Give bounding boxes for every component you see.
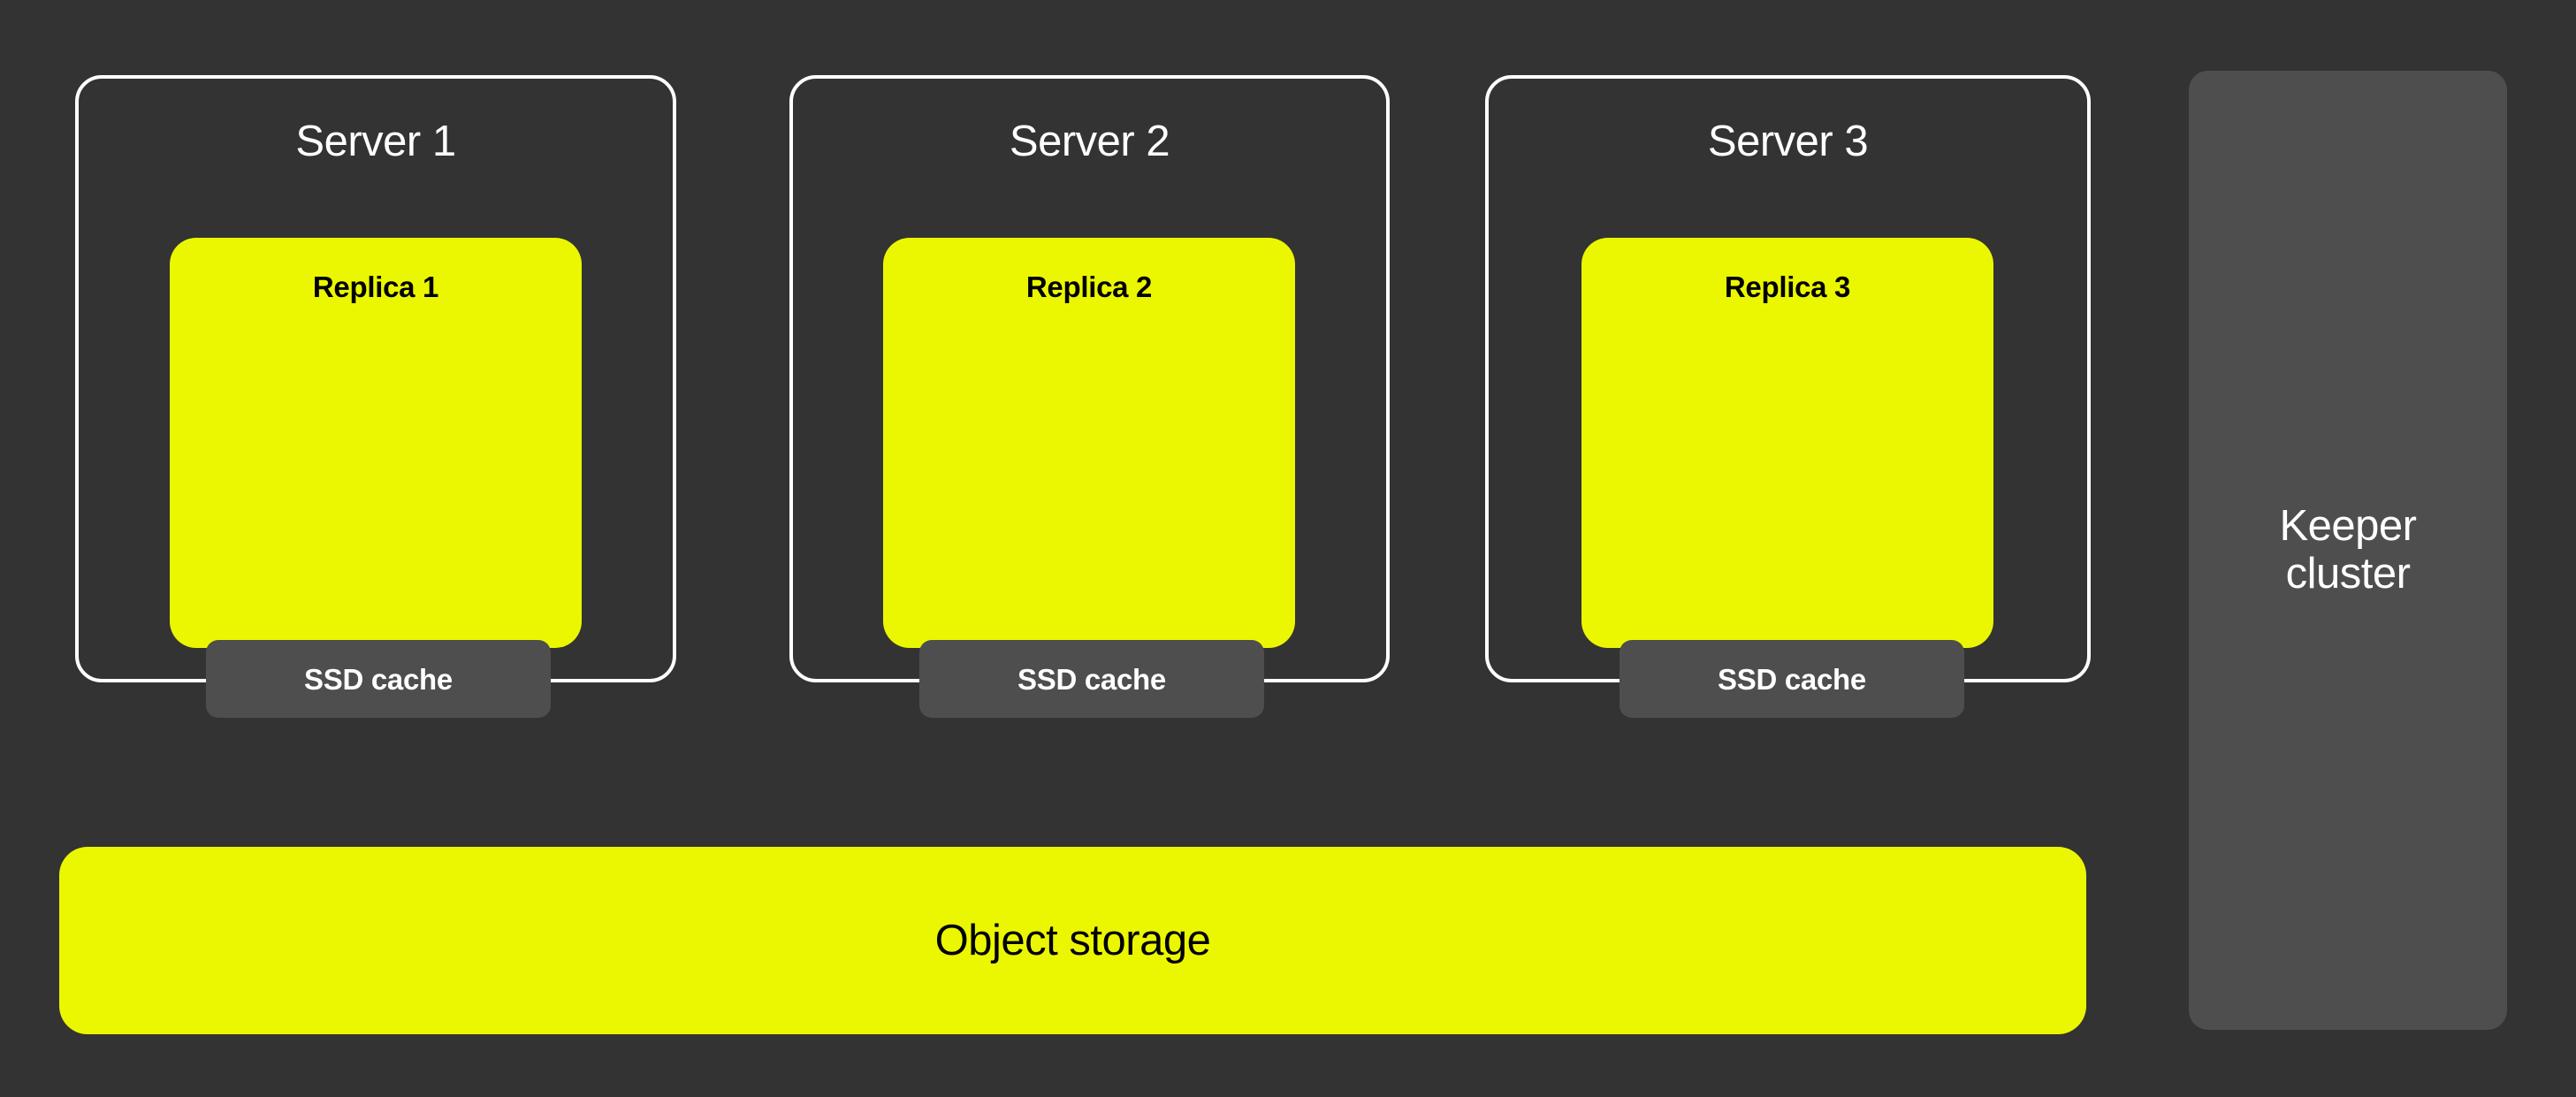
ssd-cache-box-3[interactable]: SSD cache (1620, 640, 1964, 718)
keeper-label-line-1: Keeper (2279, 501, 2417, 550)
replica-label-3: Replica 3 (1724, 270, 1851, 303)
server-title-2: Server 2 (1009, 118, 1170, 165)
ssd-cache-label-2: SSD cache (1017, 662, 1166, 696)
server-title-1: Server 1 (295, 118, 456, 165)
ssd-cache-box-1[interactable]: SSD cache (206, 640, 551, 718)
replica-box-2[interactable]: Replica 2 (883, 238, 1295, 648)
replica-label-2: Replica 2 (1025, 270, 1153, 303)
ssd-cache-box-2[interactable]: SSD cache (919, 640, 1264, 718)
ssd-cache-label-3: SSD cache (1718, 662, 1866, 696)
object-storage-label: Object storage (934, 916, 1211, 964)
object-storage-box[interactable]: Object storage (59, 847, 2086, 1034)
keeper-label-line-2: cluster (2285, 549, 2411, 598)
replica-box-1[interactable]: Replica 1 (170, 238, 582, 648)
replica-label-1: Replica 1 (312, 270, 439, 303)
server-title-3: Server 3 (1707, 118, 1869, 165)
ssd-cache-label-1: SSD cache (304, 662, 453, 696)
replica-box-3[interactable]: Replica 3 (1581, 238, 1993, 648)
